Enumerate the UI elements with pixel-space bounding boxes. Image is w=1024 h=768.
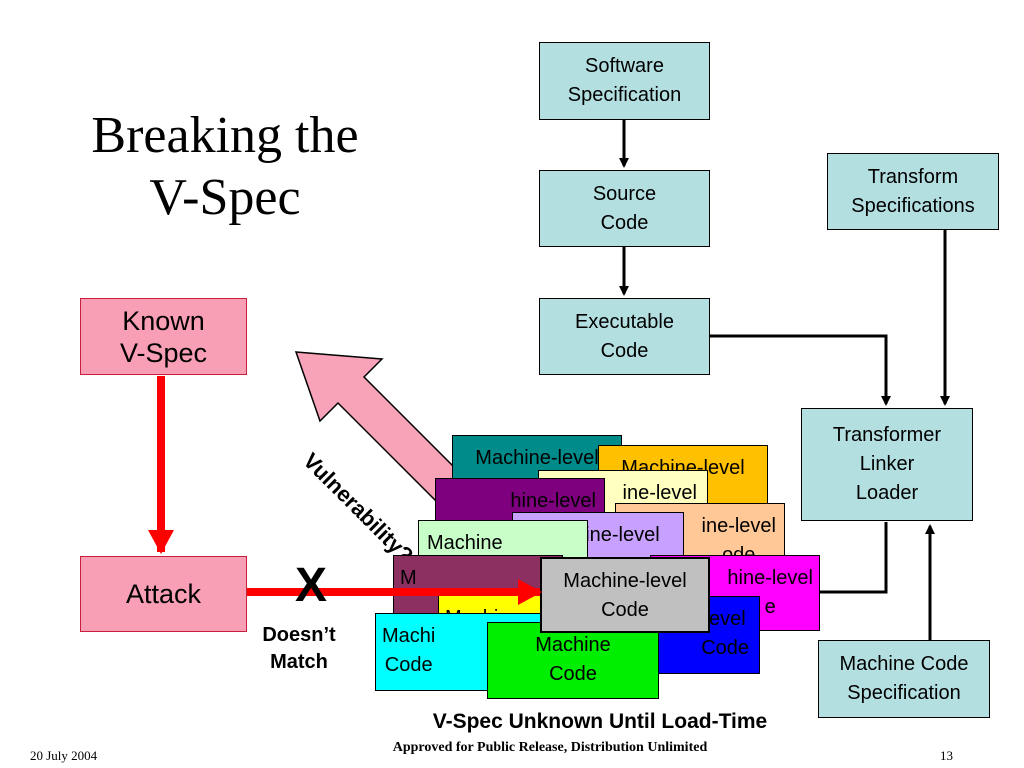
machine-code-card-label: Machine-level Code: [563, 570, 687, 621]
machine-code-card-label: Machi Code: [382, 625, 436, 676]
software-specification-label: Software Specification: [567, 55, 682, 106]
title-line-1: Breaking the: [91, 107, 359, 164]
machine-code-card-label: hine-level: [510, 490, 596, 512]
machine-code-card-label: Machine Code: [535, 634, 611, 685]
transformer-linker-loader-label: Transformer Linker Loader: [832, 424, 942, 504]
transform-specifications-label: Transform Specifications: [851, 165, 975, 217]
arrow-exec-to-transformer: [710, 334, 891, 406]
known-vspec-label: Known V-Spec: [119, 305, 208, 368]
machine-code-card-label: Machine-level: [475, 447, 599, 469]
machine-code-card: Machine Code: [487, 622, 659, 699]
machine-code-card-front: Machine-level Code: [540, 557, 710, 633]
machine-code-specification-box: Machine Code Specification: [818, 640, 990, 718]
attack-label: Attack: [125, 579, 202, 609]
machine-code-card-label: hine-level e: [727, 567, 813, 618]
machine-code-card-label: ine-level: [622, 482, 697, 504]
machine-code-card-label: level Code: [701, 608, 749, 659]
footer-date: 20 July 2004: [30, 748, 98, 763]
source-code-box: Source Code: [539, 170, 710, 247]
software-specification-box: Software Specification: [539, 42, 710, 120]
known-vspec-box: Known V-Spec: [80, 298, 247, 375]
slide-title: Breaking the V-Spec: [30, 105, 420, 229]
transform-specifications-box: Transform Specifications: [827, 153, 999, 230]
title-line-2: V-Spec: [149, 169, 301, 226]
executable-code-label: Executable Code: [575, 310, 674, 362]
footer-release-notice: Approved for Public Release, Distributio…: [392, 740, 708, 755]
attack-box: Attack: [80, 556, 247, 632]
machine-code-specification-label: Machine Code Specification: [839, 653, 969, 704]
doesnt-match-label: Doesn’t Match: [262, 624, 336, 673]
machine-code-card-label: M: [400, 567, 417, 589]
footer-page-number: 13: [940, 748, 953, 763]
transformer-linker-loader-box: Transformer Linker Loader: [801, 408, 973, 521]
executable-code-box: Executable Code: [539, 298, 710, 375]
load-time-caption: V-Spec Unknown Until Load-Time: [432, 710, 768, 733]
no-match-x-mark: X: [294, 559, 327, 612]
source-code-label: Source Code: [592, 182, 657, 234]
